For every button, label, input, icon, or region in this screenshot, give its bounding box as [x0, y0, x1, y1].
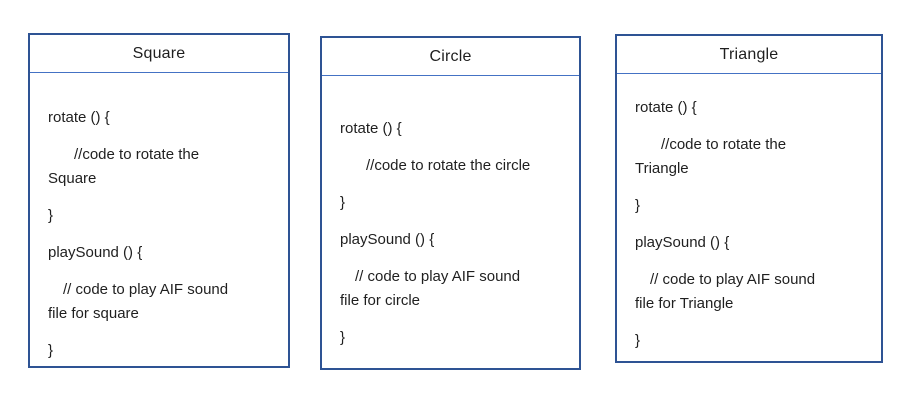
code-line: } — [340, 194, 346, 211]
code-line: Triangle — [635, 160, 689, 177]
code-line: //code to rotate the — [661, 136, 787, 153]
code-line: file for circle — [340, 292, 421, 309]
code-line: } — [635, 197, 641, 214]
code-line: playSound () { — [340, 231, 435, 248]
code-line: //code to rotate the circle — [366, 157, 531, 174]
code-line: // code to play AIF sound — [63, 281, 229, 298]
class-box-triangle: Triangle rotate () { //code to rotate th… — [615, 34, 883, 363]
class-box-square: Square rotate () { //code to rotate the … — [28, 33, 290, 368]
code-line: playSound () { — [48, 244, 143, 261]
class-title-circle: Circle — [322, 38, 579, 76]
class-box-circle: Circle rotate () { //code to rotate the … — [320, 36, 581, 370]
code-line: file for Triangle — [635, 295, 734, 312]
code-line: // code to play AIF sound — [355, 268, 521, 285]
code-line: } — [48, 207, 54, 224]
code-line: playSound () { — [635, 234, 730, 251]
code-line: rotate () { — [48, 109, 110, 126]
code-line: } — [635, 332, 641, 349]
code-line: rotate () { — [635, 99, 697, 116]
code-line: rotate () { — [340, 120, 402, 137]
code-line: Square — [48, 170, 97, 187]
code-line: } — [48, 342, 54, 359]
class-body-square: rotate () { //code to rotate the Square … — [30, 73, 288, 366]
class-body-circle: rotate () { //code to rotate the circle … — [322, 76, 579, 368]
class-title-triangle: Triangle — [617, 36, 881, 74]
code-line: } — [340, 329, 346, 346]
code-line: // code to play AIF sound — [650, 271, 816, 288]
code-line: //code to rotate the — [74, 146, 200, 163]
class-body-triangle: rotate () { //code to rotate the Triangl… — [617, 74, 881, 361]
class-title-square: Square — [30, 35, 288, 73]
code-line: file for square — [48, 305, 139, 322]
